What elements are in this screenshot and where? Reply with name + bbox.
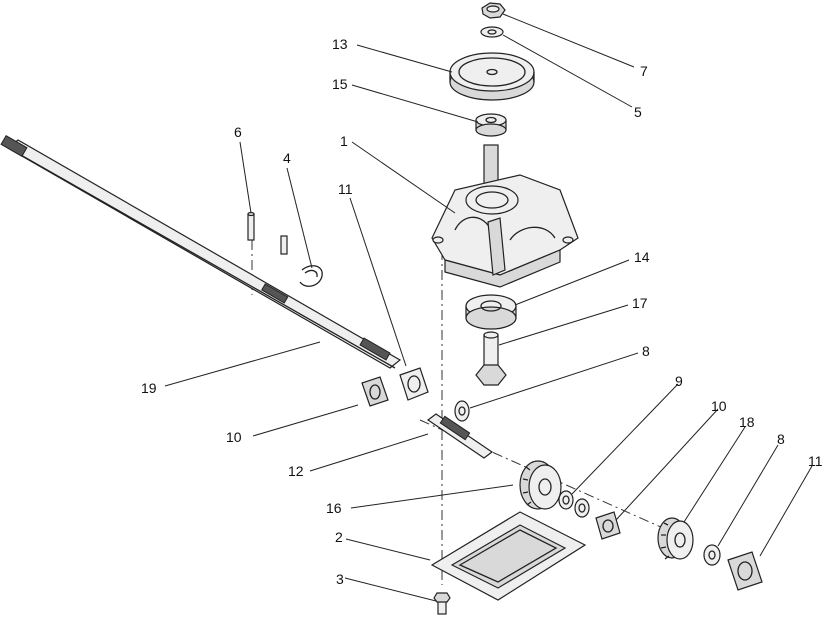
- callout-12: 12: [288, 463, 304, 479]
- callout-2: 2: [335, 529, 343, 545]
- callout-16: 16: [326, 500, 342, 516]
- part-14-bearing: [465, 294, 517, 330]
- part-19-drive-shaft: [0, 134, 402, 369]
- part-12-cross-shaft: [426, 413, 494, 459]
- callout-11-left: 11: [338, 181, 353, 197]
- part-11-bushing-left: [399, 367, 429, 401]
- callout-4: 4: [283, 150, 291, 166]
- part-2-cover-plate: [430, 511, 587, 601]
- part-4-pin-and-clip: [280, 235, 323, 287]
- part-18-gear: [657, 517, 694, 560]
- part-5-washer: [480, 26, 504, 38]
- part-6-pin: [247, 211, 255, 241]
- part-11-bushing-right: [727, 551, 763, 591]
- callout-10-right: 10: [711, 398, 727, 414]
- callout-1: 1: [340, 133, 348, 149]
- part-10-bushing-left: [361, 376, 389, 407]
- part-1-gear-housing: [431, 144, 579, 288]
- callout-9: 9: [675, 373, 683, 389]
- part-9-washers: [558, 490, 590, 518]
- callout-3: 3: [336, 571, 344, 587]
- callout-8-upper: 8: [642, 343, 650, 359]
- part-7-nut: [481, 2, 506, 19]
- part-8-washer-lower: [703, 544, 721, 566]
- callout-6: 6: [234, 124, 242, 140]
- callout-10-left: 10: [226, 429, 242, 445]
- part-16-gear: [519, 460, 562, 510]
- callout-13: 13: [332, 36, 348, 52]
- part-17-pinion-shaft: [475, 331, 507, 386]
- callout-17: 17: [632, 295, 648, 311]
- part-3-bolt: [433, 592, 451, 615]
- part-13-pulley: [449, 52, 535, 101]
- part-10-bushing-right: [595, 511, 621, 540]
- callout-14: 14: [634, 249, 650, 265]
- callout-7: 7: [640, 63, 648, 79]
- part-8-washer-upper: [454, 400, 470, 422]
- leader-lines: [164, 13, 813, 602]
- callout-5: 5: [634, 104, 642, 120]
- callout-18: 18: [739, 414, 755, 430]
- part-15-spacer: [475, 113, 507, 137]
- callout-15: 15: [332, 76, 348, 92]
- callout-19: 19: [141, 380, 157, 396]
- callout-11-right: 11: [808, 453, 823, 469]
- callout-8-lower: 8: [777, 431, 785, 447]
